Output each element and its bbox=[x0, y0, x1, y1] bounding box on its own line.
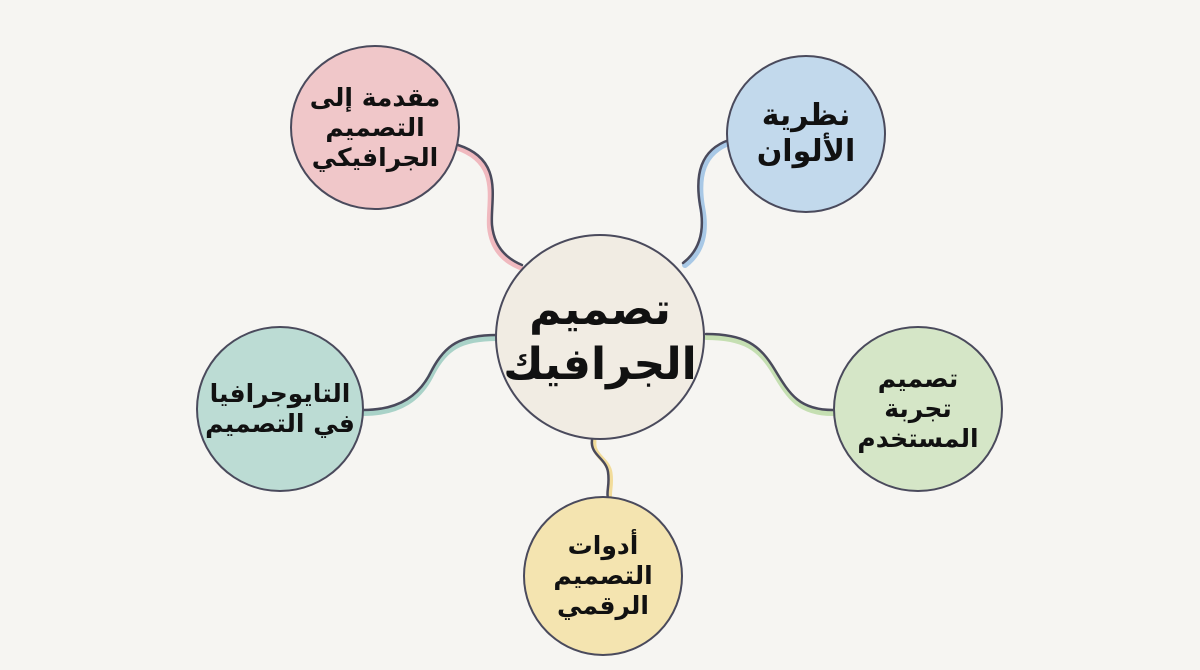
link-intro bbox=[453, 143, 524, 270]
branch-label-color-theory: نظرية الألوان bbox=[756, 98, 856, 169]
center-node-label: تصميم الجرافيك bbox=[503, 284, 697, 390]
branch-node-typography[interactable]: التايوجرافيا في التصميم bbox=[196, 326, 364, 492]
link-color bbox=[681, 138, 734, 268]
link-ux bbox=[703, 332, 836, 416]
branch-node-intro[interactable]: مقدمة إلى التصميم الجرافيكي bbox=[290, 45, 460, 210]
center-node[interactable]: تصميم الجرافيك bbox=[495, 234, 705, 440]
branch-node-digital-tools[interactable]: أدوات التصميم الرقمي bbox=[523, 496, 683, 656]
branch-label-ux-design: تصميم تجربة المستخدم bbox=[857, 364, 979, 453]
branch-node-ux-design[interactable]: تصميم تجربة المستخدم bbox=[833, 326, 1003, 492]
branch-label-typography: التايوجرافيا في التصميم bbox=[205, 379, 355, 438]
branch-label-digital-tools: أدوات التصميم الرقمي bbox=[553, 531, 653, 620]
branch-node-color-theory[interactable]: نظرية الألوان bbox=[726, 55, 886, 213]
link-typo bbox=[360, 333, 500, 416]
branch-label-intro: مقدمة إلى التصميم الجرافيكي bbox=[309, 82, 441, 172]
link-tools bbox=[590, 438, 614, 502]
